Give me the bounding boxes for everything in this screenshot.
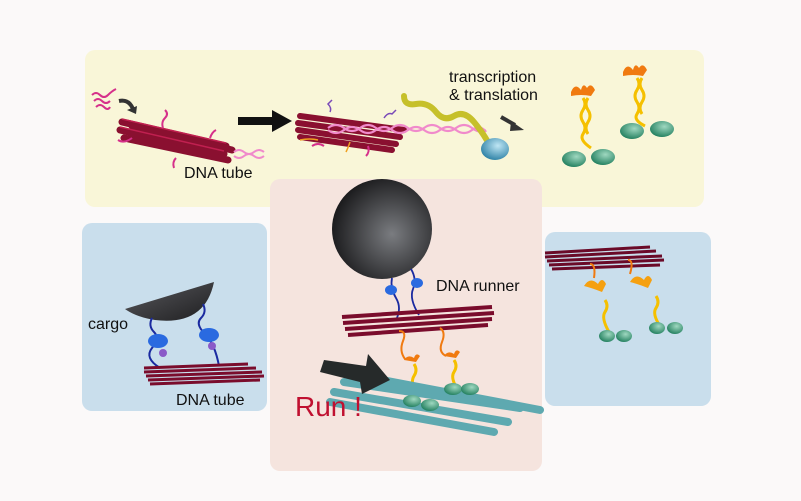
dna-tube-bundle-top: [116, 109, 265, 169]
dna-runner-tube: [341, 305, 495, 337]
cargo-particle: [125, 282, 214, 321]
big-arrow-right-icon: [238, 110, 292, 132]
protein-motor: [562, 85, 615, 167]
mrna-strand: [401, 93, 493, 149]
label-dna-tube-left: DNA tube: [176, 392, 245, 409]
motors-right: [584, 259, 683, 342]
label-transcription-translation: transcription & translation: [449, 69, 538, 105]
dna-tube-right: [544, 245, 665, 271]
run-direction-arrow-icon: [320, 354, 390, 394]
rna-strands: [91, 88, 117, 110]
motor-heads-center: [403, 383, 479, 411]
label-dna-runner: DNA runner: [436, 278, 520, 295]
label-cargo: cargo: [88, 316, 129, 333]
label-run: Run !: [295, 391, 362, 422]
label-dna-tube: DNA tube: [184, 165, 253, 182]
small-arrow-head: [510, 121, 524, 131]
large-cargo-sphere: [332, 179, 432, 279]
linker-motors-left: [148, 303, 220, 369]
dna-tube-left: [143, 362, 265, 386]
small-arrow-head: [127, 106, 137, 114]
ribosome: [481, 138, 509, 160]
label-transcription: transcription: [449, 69, 537, 86]
dna-tube-transcribing: [295, 99, 487, 157]
protein-motor: [620, 65, 674, 139]
label-translation: & translation: [449, 87, 538, 104]
small-arrow-icon: [118, 98, 135, 110]
